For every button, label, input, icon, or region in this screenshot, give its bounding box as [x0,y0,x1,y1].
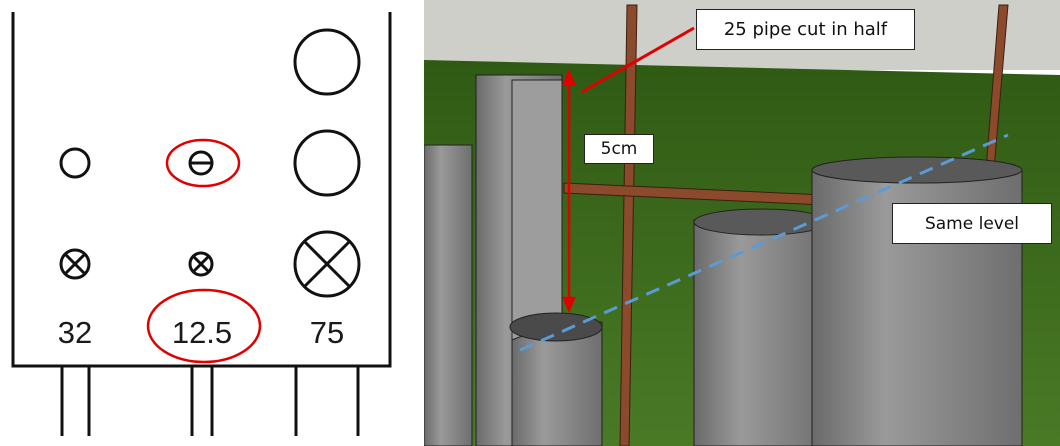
crossed-circle-icon [59,248,91,280]
level-note-label: Same level [892,203,1052,244]
wood-post [619,4,638,446]
pipe-note-leader [581,26,695,94]
crossed-circle-icon [293,230,361,298]
open-circle-icon [59,147,91,179]
pipe-render: 25 pipe cut in half 5cm Same level [424,0,1060,446]
crossed-circle-icon [188,251,214,277]
pipe-note-label: 25 pipe cut in half [696,9,915,50]
highlight-ellipse [146,288,262,364]
same-level-line [519,133,1009,352]
highlight-ellipse [165,138,241,188]
pipe [693,219,829,446]
barred-circle-icon [188,150,214,176]
size-label-32: 32 [58,315,92,350]
pipe [424,144,473,446]
schematic-frame [11,12,392,368]
open-circle-icon [293,129,361,197]
size-label-75: 75 [310,315,344,350]
size-label-12-5: 12.5 [172,315,232,350]
height-dimension-arrow [562,68,576,314]
height-note-label: 5cm [584,134,654,164]
pipe-schematic: 32 12.5 75 [0,0,420,446]
open-circle-icon [293,28,361,96]
